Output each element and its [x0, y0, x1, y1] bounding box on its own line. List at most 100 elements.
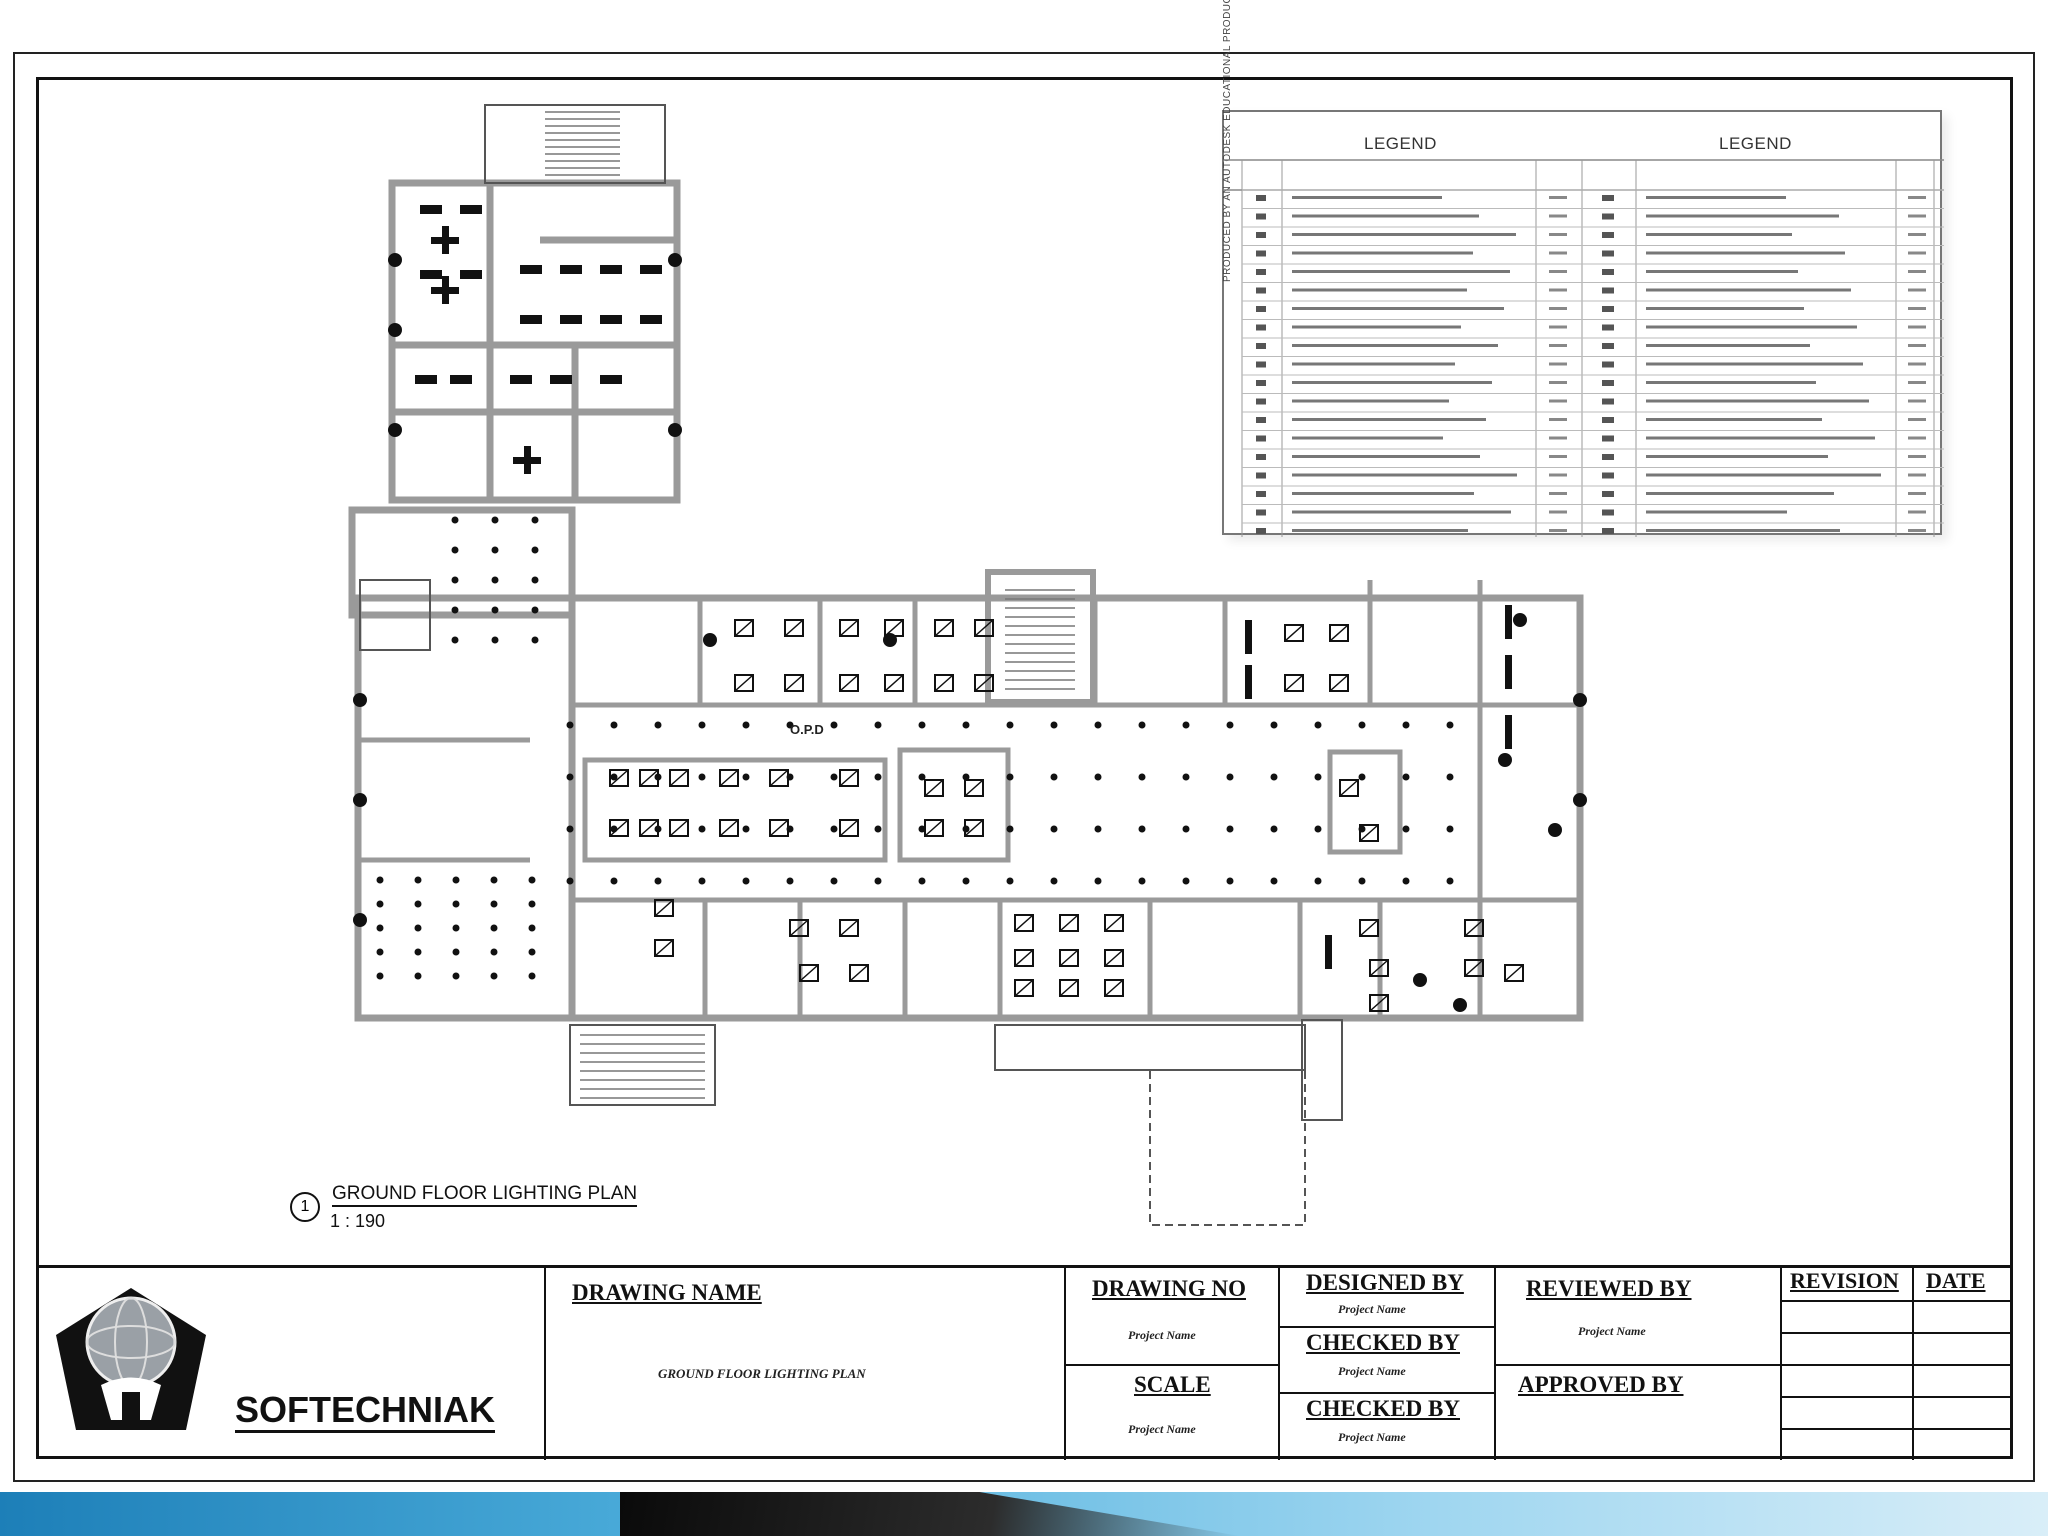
legend-height-mark — [1908, 399, 1926, 403]
ceiling-light-dot — [1226, 825, 1234, 833]
legend-symbol-mark — [1602, 361, 1614, 368]
troffer-frame — [769, 769, 789, 787]
legend-height-mark — [1549, 288, 1567, 292]
troffer-frame — [1014, 914, 1034, 932]
legend-height-mark — [1549, 455, 1567, 458]
troffer-frame — [934, 674, 954, 692]
drawing-sheet-outer-border — [13, 52, 2035, 1482]
troffer-frame — [1369, 959, 1389, 977]
legend-symbol-mark — [1602, 380, 1614, 386]
troffer-light-fixture — [924, 779, 944, 797]
ceiling-light-dot — [962, 721, 970, 729]
legend-description-text-mark — [1646, 288, 1851, 292]
wall-light — [1573, 693, 1587, 707]
ceiling-light-dot — [962, 877, 970, 885]
ceiling-light-dot — [918, 773, 926, 781]
legend-symbol-mark — [1256, 195, 1266, 201]
troffer-light-fixture — [839, 674, 859, 692]
fluorescent-fixture — [460, 205, 482, 214]
fluorescent-fixture — [420, 205, 442, 214]
ceiling-light-dot — [566, 773, 574, 781]
troffer-light-fixture — [1329, 624, 1349, 642]
troffer-frame — [884, 674, 904, 692]
legend-symbol-mark — [1256, 213, 1266, 220]
troffer-light-fixture — [719, 819, 739, 837]
ceiling-light-dot — [451, 576, 459, 584]
legend-height-mark — [1908, 473, 1926, 477]
troffer-light-fixture — [1284, 674, 1304, 692]
fluorescent-fixture — [600, 265, 622, 274]
troffer-diagonal — [974, 619, 994, 637]
company-logo-icon — [56, 1288, 206, 1430]
ceiling-light-dot — [414, 924, 422, 932]
troffer-diagonal — [1014, 914, 1034, 932]
legend-description-text-mark — [1292, 325, 1461, 329]
linear-fixture — [1505, 605, 1512, 639]
troffer-diagonal — [924, 779, 944, 797]
troffer-frame — [769, 819, 789, 837]
troffer-diagonal — [719, 769, 739, 787]
troffer-frame — [1014, 979, 1034, 997]
legend-height-mark — [1908, 325, 1926, 329]
ceiling-light-dot — [491, 576, 499, 584]
divider — [1780, 1332, 2012, 1334]
troffer-light-fixture — [964, 819, 984, 837]
wall-light — [668, 253, 682, 267]
revision-heading: REVISION — [1790, 1268, 1899, 1293]
cross-fixture-v — [524, 446, 531, 474]
ceiling-light-dot — [1402, 721, 1410, 729]
ceiling-light-dot — [1226, 877, 1234, 885]
legend-description-text-mark — [1646, 418, 1822, 421]
linear-fixture — [1505, 715, 1512, 749]
checked-by-heading-2: CHECKED BY — [1306, 1396, 1460, 1421]
legend-height-mark — [1549, 529, 1567, 532]
wall-light — [883, 633, 897, 647]
legend-description-text-mark — [1292, 399, 1449, 403]
wall-light — [388, 253, 402, 267]
legend-height-mark — [1908, 214, 1926, 218]
legend-description-text-mark — [1292, 362, 1455, 366]
troffer-light-fixture — [1359, 824, 1379, 842]
troffer-diagonal — [784, 619, 804, 637]
troffer-light-fixture — [1329, 674, 1349, 692]
troffer-frame — [719, 819, 739, 837]
troffer-diagonal — [1339, 779, 1359, 797]
legend-symbol-mark — [1256, 528, 1266, 534]
ceiling-light-dot — [566, 877, 574, 885]
troffer-diagonal — [839, 919, 859, 937]
troffer-diagonal — [1059, 979, 1079, 997]
ceiling-light-dot — [491, 636, 499, 644]
plan-number-circle: 1 — [290, 1192, 320, 1222]
ceiling-light-dot — [491, 516, 499, 524]
fluorescent-fixture — [600, 375, 622, 384]
ceiling-light-dot — [1006, 721, 1014, 729]
legend-description-text-mark — [1646, 399, 1869, 403]
troffer-frame — [1104, 949, 1124, 967]
divider — [1780, 1364, 2012, 1366]
legend-height-mark — [1549, 344, 1567, 347]
ceiling-light-dot — [698, 877, 706, 885]
legend-height-mark — [1908, 362, 1926, 366]
legend-description-text-mark — [1292, 455, 1480, 458]
legend-symbol-mark — [1256, 454, 1266, 460]
legend-height-mark — [1908, 288, 1926, 292]
main-block-outline — [354, 594, 1584, 1022]
troffer-light-fixture — [1464, 919, 1484, 937]
stair-tower-outline — [985, 569, 1096, 705]
troffer-frame — [964, 779, 984, 797]
ceiling-light-dot — [451, 606, 459, 614]
ceiling-light-dot — [1094, 773, 1102, 781]
ceiling-light-dot — [874, 825, 882, 833]
troffer-diagonal — [964, 819, 984, 837]
legend-description-text-mark — [1646, 196, 1786, 199]
legend-description-text-mark — [1292, 418, 1486, 421]
ceiling-light-dot — [1358, 721, 1366, 729]
troffer-light-fixture — [1339, 779, 1359, 797]
wall-light — [353, 793, 367, 807]
troffer-light-fixture — [1359, 919, 1379, 937]
fluorescent-fixture — [450, 375, 472, 384]
ceiling-light-dot — [874, 773, 882, 781]
legend-description-text-mark — [1292, 196, 1442, 199]
ceiling-light-dot — [528, 924, 536, 932]
legend-symbol-mark — [1602, 213, 1614, 220]
